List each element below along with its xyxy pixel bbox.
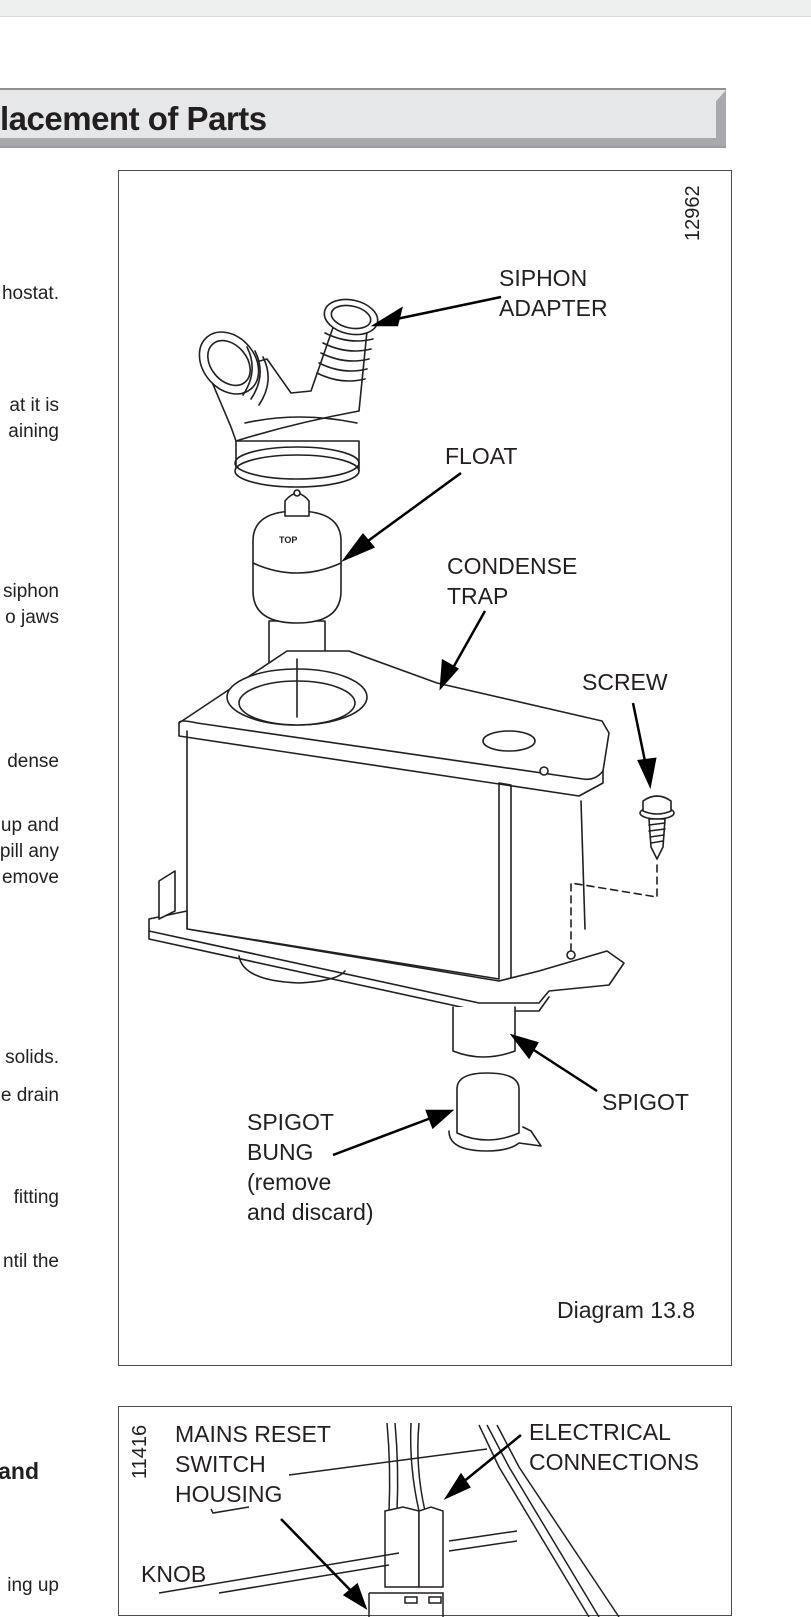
- condense-trap-part: [149, 651, 624, 1011]
- body-text-line: hostat.: [1, 283, 59, 304]
- spigot-part: [453, 1007, 515, 1057]
- diagram-reference-number: 12962: [682, 185, 704, 241]
- body-text-line: at it is: [9, 395, 59, 416]
- body-text-line: ntil the: [3, 1251, 59, 1272]
- diagram-caption: Diagram 13.8: [557, 1297, 696, 1323]
- body-text-line: solids.: [5, 1047, 59, 1068]
- body-text-line: e drain: [0, 1085, 59, 1106]
- body-text-line: aining: [8, 421, 59, 442]
- spigot-bung-part: [449, 1073, 541, 1151]
- mains-reset-switch-illustration: [119, 1407, 733, 1617]
- body-text-line: ing up: [7, 1575, 59, 1596]
- leader-arrows: [333, 297, 655, 1155]
- diagram-reference-number: 11416: [129, 1424, 151, 1479]
- siphon-adapter-part: [187, 295, 381, 487]
- label-mains-reset-switch-housing: MAINS RESET SWITCH HOUSING: [175, 1421, 331, 1507]
- condense-trap-illustration: TOP: [119, 171, 733, 1367]
- banner-bevel-right: [716, 90, 726, 146]
- subheading-fragment: and: [0, 1458, 39, 1484]
- label-spigot: SPIGOT: [602, 1089, 689, 1115]
- section-banner: [0, 88, 726, 148]
- label-condense-trap: CONDENSE TRAP: [447, 553, 578, 609]
- body-text-line: fitting: [13, 1187, 59, 1208]
- banner-bevel-bottom: [0, 138, 726, 146]
- body-text-line: dense: [7, 751, 59, 772]
- diagram-mains-reset-switch: 11416 MAINS RESET SWITCH HOUSING ELECTRI…: [118, 1406, 732, 1616]
- label-knob: KNOB: [141, 1561, 207, 1587]
- body-text-line: o jaws: [5, 607, 59, 628]
- label-screw: SCREW: [582, 669, 668, 695]
- body-text-line: siphon: [3, 581, 59, 602]
- label-electrical-connections: ELECTRICAL CONNECTIONS: [529, 1419, 699, 1475]
- viewer-top-bar: [0, 0, 811, 17]
- label-siphon-adapter: SIPHON ADAPTER: [499, 265, 608, 321]
- diagram-condense-trap: TOP: [118, 170, 732, 1366]
- float-top-marking: TOP: [279, 535, 297, 545]
- label-float: FLOAT: [445, 443, 518, 469]
- body-text-line: pill any: [0, 841, 59, 862]
- body-text-line: emove: [1, 867, 59, 888]
- body-text-line: up and: [0, 815, 59, 836]
- section-title: lacement of Parts: [0, 100, 267, 137]
- screw-part: [571, 796, 674, 955]
- label-spigot-bung: SPIGOT BUNG (remove and discard): [247, 1109, 374, 1225]
